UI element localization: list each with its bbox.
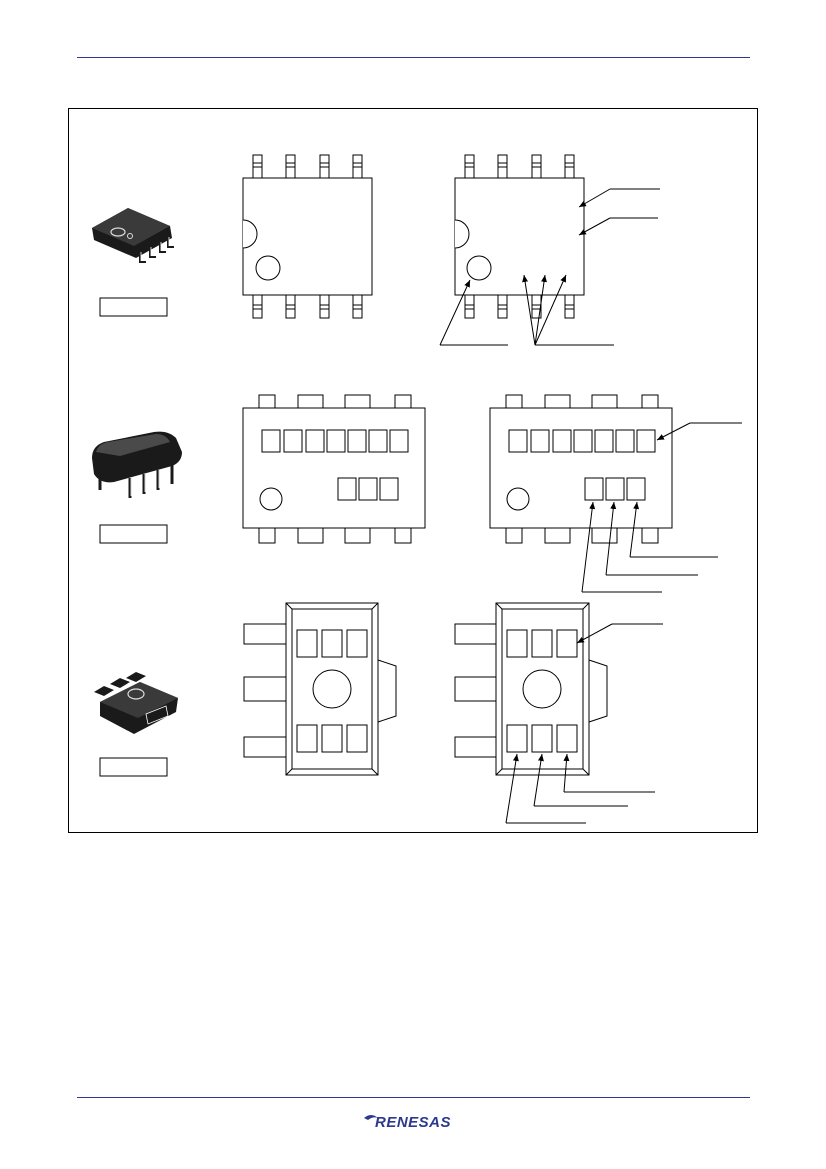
renesas-logo-mark-icon	[364, 1115, 378, 1120]
package-marking-figure-frame	[68, 108, 758, 833]
dip8-outline-left	[242, 394, 426, 544]
sot89-callouts	[505, 623, 663, 824]
dip8-package-photo	[92, 431, 182, 498]
sop8-callouts	[439, 188, 660, 346]
sot89-outline-left	[243, 602, 397, 776]
dip8-outline-right	[489, 394, 673, 544]
sop8-caption-box	[99, 297, 168, 317]
dip8-callouts	[581, 422, 742, 593]
sop8-package-photo	[92, 208, 174, 263]
header-rule	[77, 57, 750, 58]
sot89-outline-right	[454, 602, 608, 776]
sot89-caption-box	[99, 757, 168, 777]
sop8-outline-right	[454, 154, 585, 319]
dip8-caption-box	[99, 524, 168, 544]
sop8-outline-left	[242, 154, 373, 319]
sot89-package-photo	[94, 672, 178, 734]
renesas-logo-text: RENESAS	[375, 1114, 452, 1131]
footer-rule	[77, 1097, 750, 1098]
renesas-logo: RENESAS	[361, 1113, 465, 1133]
